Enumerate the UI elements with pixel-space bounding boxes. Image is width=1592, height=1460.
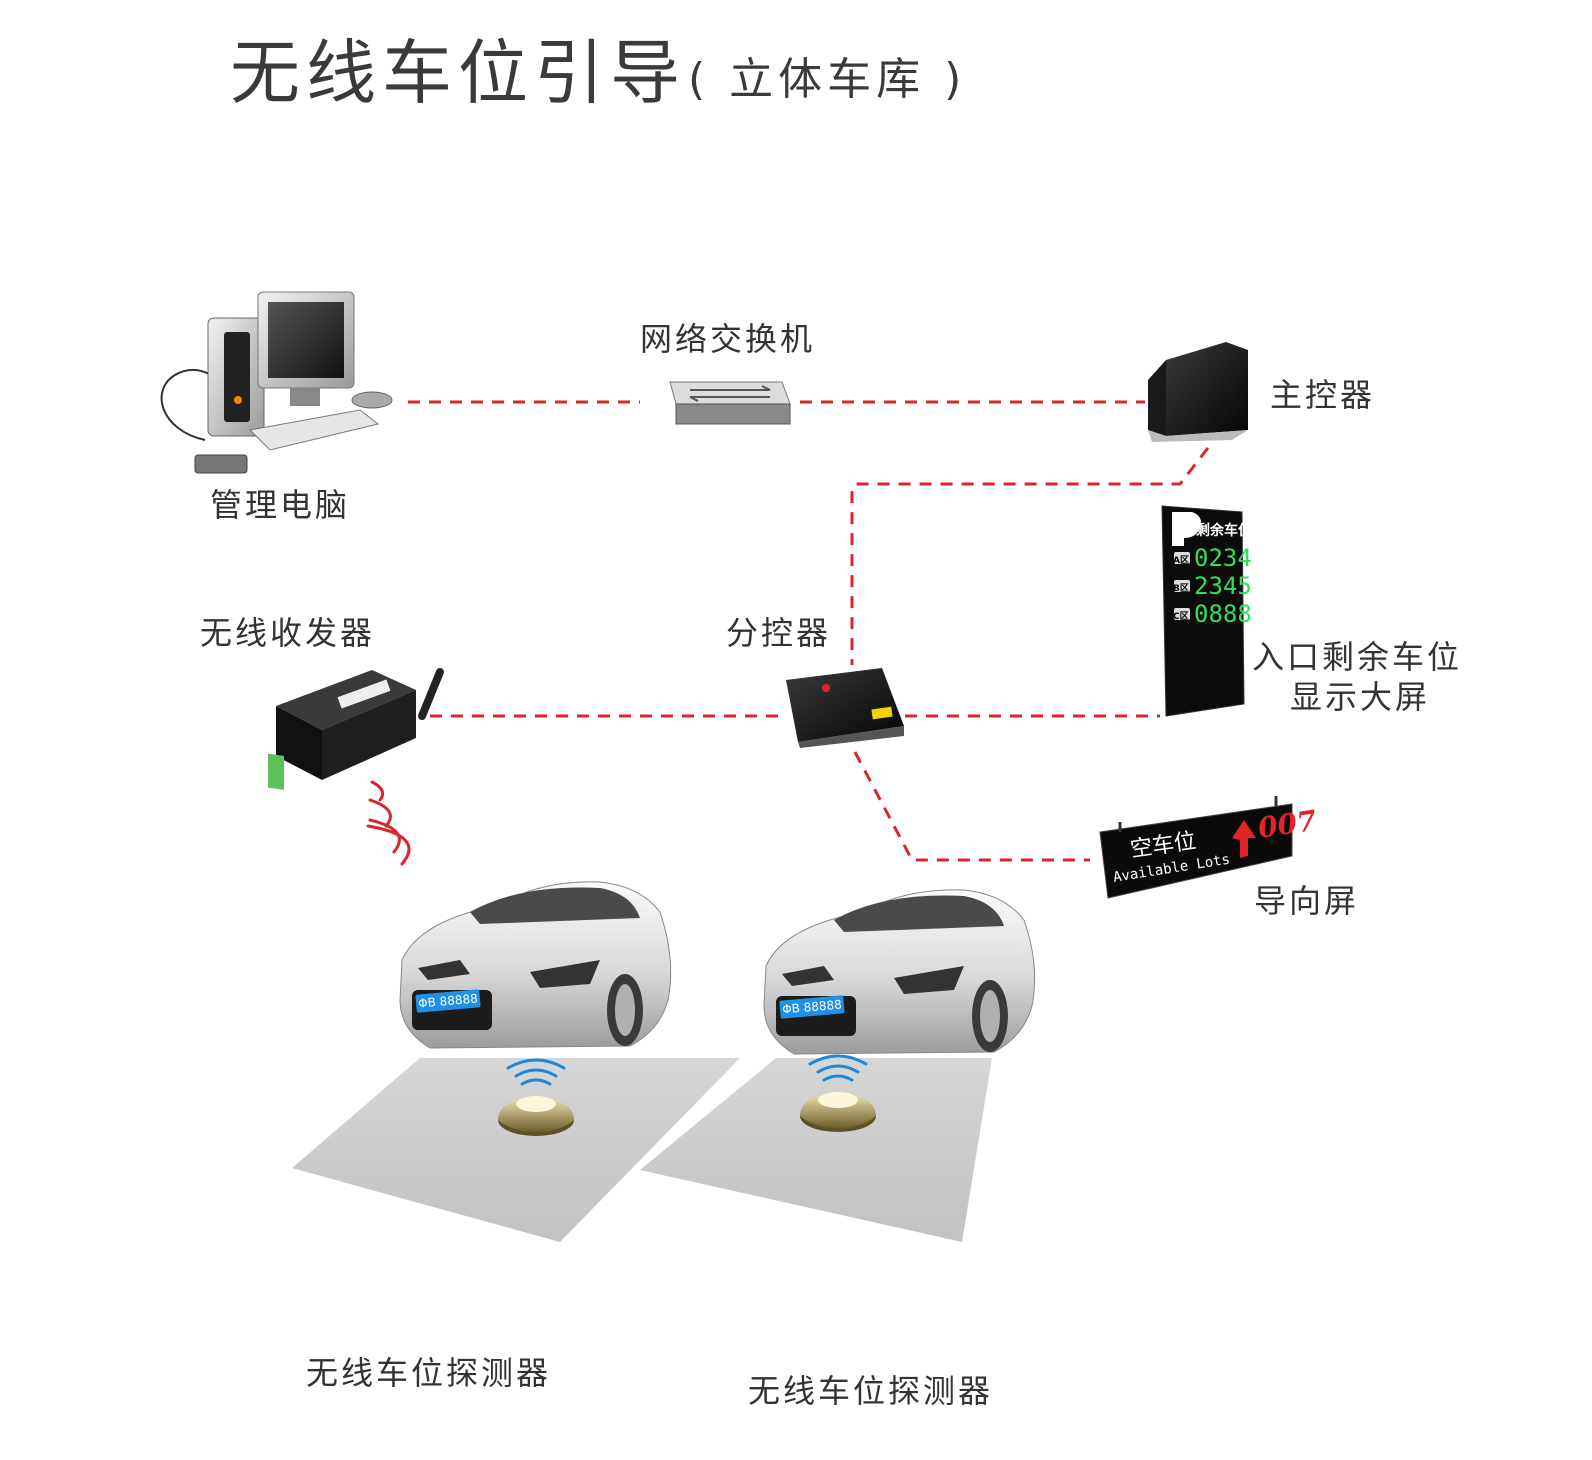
pc-icon <box>160 291 393 474</box>
detector-right-label: 无线车位探测器 <box>748 1372 994 1410</box>
entrance-display-count-b: 2345 <box>1194 572 1252 600</box>
switch-icon <box>669 381 791 425</box>
car-left-icon <box>399 881 672 1049</box>
entrance-display-count-a: 0234 <box>1194 544 1252 572</box>
parking-p-icon <box>1172 512 1201 546</box>
switch-label: 网络交换机 <box>640 320 816 358</box>
parking-bay-left <box>292 1058 740 1242</box>
transceiver-icon <box>268 668 444 790</box>
entrance-display-title: 剩余车位 <box>1196 523 1252 539</box>
entrance-display-zone-c: C区 <box>1173 612 1189 622</box>
detector-left-label: 无线车位探测器 <box>306 1354 552 1392</box>
parking-bay-right <box>640 1058 992 1242</box>
entrance-display-label-line1: 入口剩余车位 <box>1252 638 1463 676</box>
signal-waves-icon <box>366 780 411 866</box>
detector-right-icon <box>800 1054 876 1132</box>
connection-links <box>408 400 1210 862</box>
entrance-display-icon <box>1161 505 1245 717</box>
page-title: 无线车位引导 <box>230 32 686 114</box>
detector-left-icon <box>498 1058 574 1136</box>
up-arrow-icon <box>1232 820 1256 858</box>
entrance-display-zone-a: A区 <box>1173 556 1189 566</box>
link-master-sub <box>850 447 1210 665</box>
car-right-icon <box>763 889 1036 1055</box>
master-controller-icon <box>1148 342 1248 442</box>
guide-screen-label: 导向屏 <box>1254 882 1360 920</box>
sub-controller-icon <box>786 668 904 748</box>
master-controller-label: 主控器 <box>1270 376 1376 414</box>
entrance-display-zone-b: B区 <box>1173 584 1189 594</box>
guide-screen-icon <box>1099 796 1293 899</box>
link-sub-guide <box>853 751 1090 862</box>
sub-controller-label: 分控器 <box>726 614 832 652</box>
entrance-display-count-c: 0888 <box>1194 600 1252 628</box>
pc-label: 管理电脑 <box>210 486 351 524</box>
page-subtitle: ( 立体车库 ) <box>688 54 967 105</box>
transceiver-label: 无线收发器 <box>200 614 376 652</box>
entrance-display-label-line2: 显示大屏 <box>1290 678 1431 716</box>
